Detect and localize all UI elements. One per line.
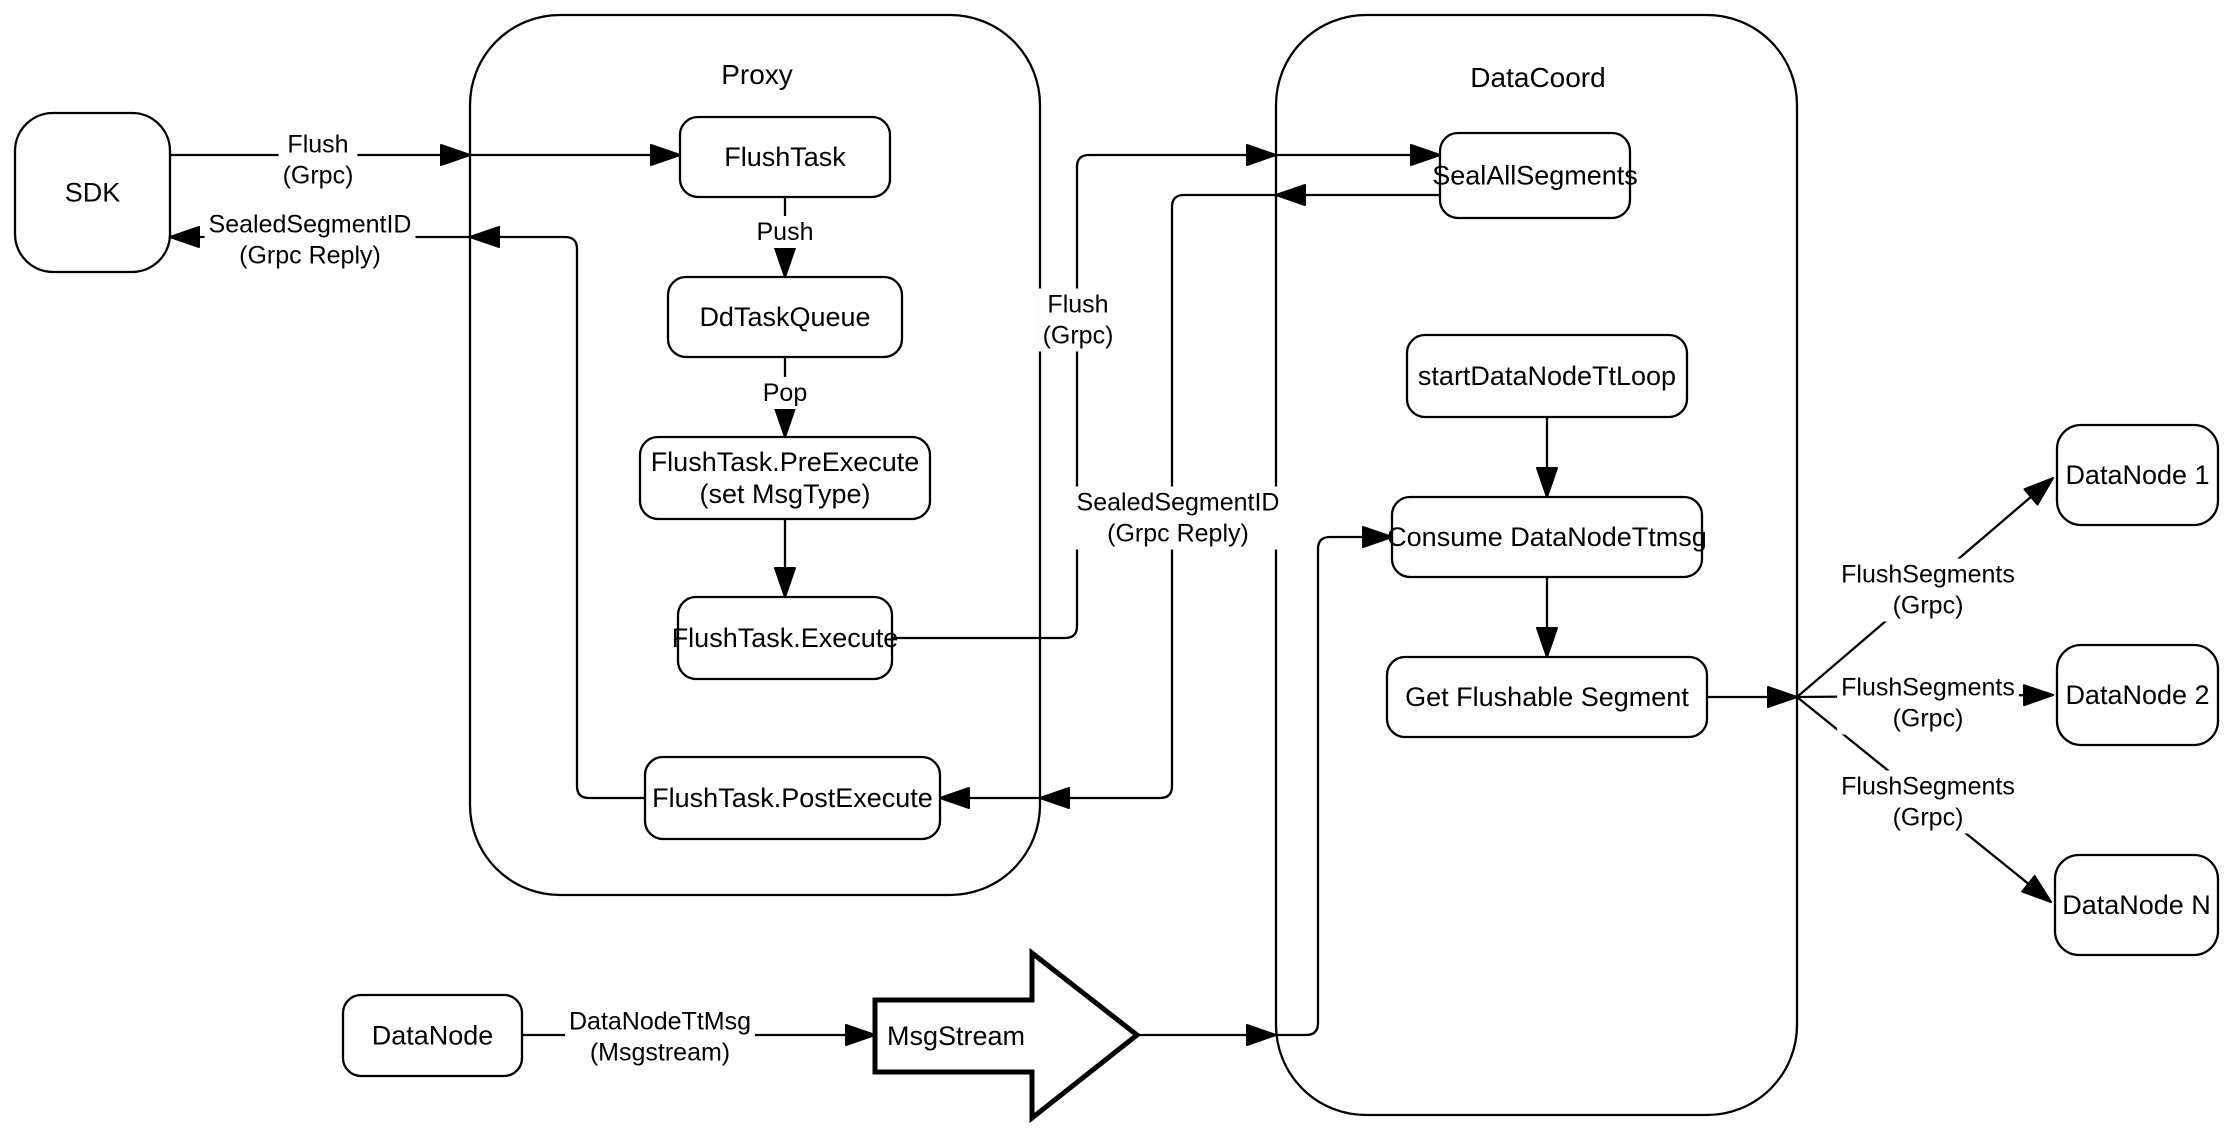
node-sealallsegments: [1438, 131, 1632, 220]
label-pop: Pop: [763, 379, 807, 407]
node-flushtask-preexecute: [638, 435, 932, 521]
label-flush-grpc-sdk-bg: [278, 128, 358, 192]
label-sealedsegmentid-mid-bg: [1072, 486, 1284, 550]
node-sdk: [13, 111, 172, 274]
label-sealedsegmentid-sdk: SealedSegmentID(Grpc Reply): [209, 211, 412, 270]
datacoord-container-title: DataCoord: [1470, 62, 1605, 93]
node-datanode-2: [2055, 643, 2220, 747]
label-flushsegments-3-bg: [1837, 770, 2019, 834]
node-sealallsegments-label: SealAllSegments: [1432, 161, 1638, 191]
label-sealedsegmentid-sdk-bg: [204, 208, 416, 272]
node-ddtaskqueue-label: DdTaskQueue: [699, 302, 870, 332]
node-flushtask-execute: [676, 595, 894, 681]
node-datanode-2-label: DataNode 2: [2065, 680, 2209, 710]
label-flushsegments-1-bg: [1837, 558, 2019, 622]
node-flushtask-preexecute-label: FlushTask.PreExecute(set MsgType): [651, 447, 920, 509]
node-ddtaskqueue: [666, 275, 904, 359]
node-consume-datanodettmsg: [1390, 495, 1704, 579]
node-flushtask-postexecute-label: FlushTask.PostExecute: [652, 783, 933, 813]
node-datanode-n-label: DataNode N: [2062, 890, 2211, 920]
edge-postexecute-to-proxy-edge: [469, 226, 645, 800]
node-flushtask-label: FlushTask: [724, 142, 846, 172]
label-datanodettmsg: DataNodeTtMsg(Msgstream): [569, 1008, 751, 1067]
label-pop-bg: [758, 377, 812, 409]
label-flush-grpc-sdk: Flush(Grpc): [283, 131, 354, 190]
datacoord-container: [1274, 13, 1799, 1117]
label-flush-grpc-mid: Flush(Grpc): [1043, 291, 1114, 350]
node-startdatanodettloop-label: startDataNodeTtLoop: [1418, 361, 1676, 391]
label-datanodettmsg-bg: [564, 1005, 756, 1069]
label-sealedsegmentid-mid: SealedSegmentID(Grpc Reply): [1077, 489, 1280, 548]
node-flushtask-postexecute: [643, 755, 942, 841]
node-msgstream-label: MsgStream: [887, 1021, 1025, 1051]
node-datanode-1: [2055, 423, 2220, 527]
node-flushtask: [678, 115, 892, 199]
proxy-container: [468, 13, 1042, 897]
node-datanode-bottom-label: DataNode: [372, 1021, 494, 1051]
node-get-flushable-segment-label: Get Flushable Segment: [1405, 682, 1689, 712]
edge-execute-flush-up: [892, 144, 1277, 640]
label-flushsegments-2-bg: [1837, 671, 2019, 735]
label-push: Push: [757, 218, 814, 246]
node-get-flushable-segment: [1385, 655, 1709, 739]
node-datanode-n: [2053, 853, 2220, 957]
label-flushsegments-2: FlushSegments(Grpc): [1841, 674, 2015, 733]
node-msgstream: [872, 947, 1142, 1124]
edge-msgstream-to-consume: [1276, 526, 1393, 1037]
label-push-bg: [752, 216, 818, 248]
node-consume-datanodettmsg-label: Consume DataNodeTtmsg: [1387, 522, 1707, 552]
node-datanode-bottom: [341, 993, 524, 1078]
label-flushsegments-3: FlushSegments(Grpc): [1841, 773, 2015, 832]
label-flush-grpc-mid-bg: [1038, 288, 1118, 352]
node-flushtask-execute-label: FlushTask.Execute: [672, 623, 899, 653]
proxy-container-title: Proxy: [721, 59, 793, 90]
node-datanode-1-label: DataNode 1: [2065, 460, 2209, 490]
node-sdk-label: SDK: [65, 178, 121, 208]
node-startdatanodettloop: [1405, 333, 1689, 419]
label-flushsegments-1: FlushSegments(Grpc): [1841, 561, 2015, 620]
